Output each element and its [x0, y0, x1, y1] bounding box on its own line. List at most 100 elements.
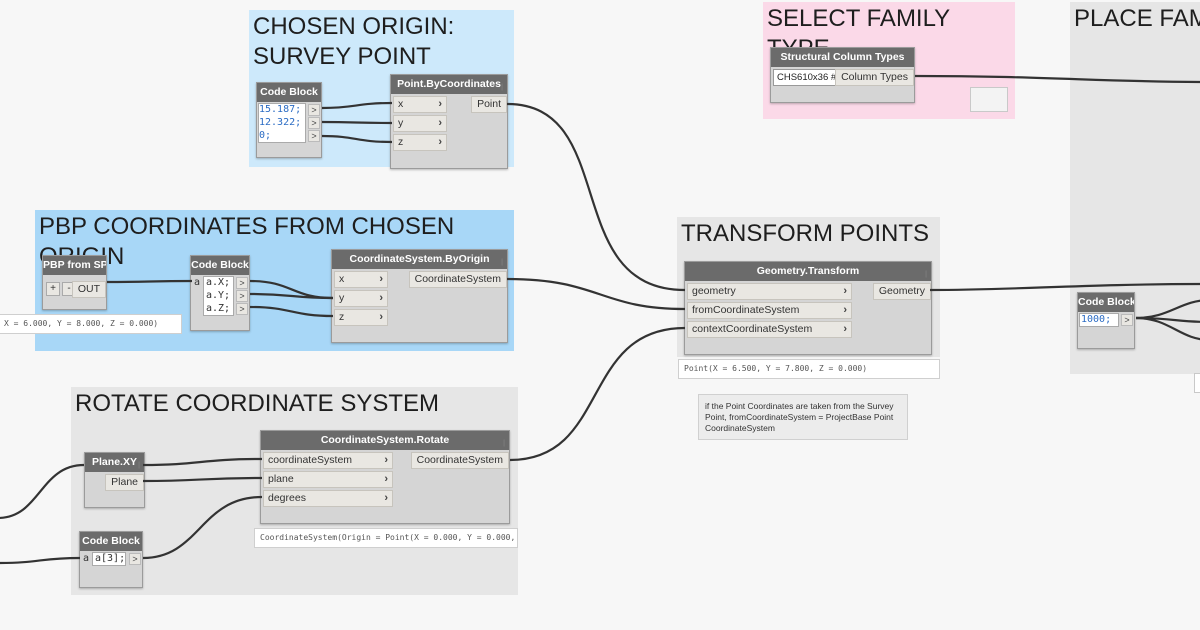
code-line-1: a.X; [206, 277, 231, 288]
preview-stub [1194, 373, 1200, 393]
port-label: plane [268, 473, 294, 485]
output-port-2[interactable]: > [308, 117, 320, 129]
output-port-geometry[interactable]: Geometry [872, 283, 931, 300]
resize-grip-icon[interactable]: | [501, 259, 503, 266]
cs-by-origin-node[interactable]: CoordinateSystem.ByOrigin x › y › z › Co… [331, 249, 508, 343]
wire-rotate-context [509, 326, 686, 462]
code-editor[interactable] [258, 103, 306, 143]
input-port-y[interactable]: y › [334, 290, 388, 307]
input-port-a[interactable]: a [194, 277, 201, 288]
node-title: Geometry.Transform [685, 262, 931, 281]
code-block-origin-node[interactable]: Code Block 15.187; 12.322; 0; > > > [256, 82, 322, 158]
node-title: CoordinateSystem.Rotate [261, 431, 509, 450]
chevron-right-icon: › [384, 454, 388, 466]
code-block-pbp-node[interactable]: Code Block a a.X; a.Y; a.Z; > > > [190, 255, 250, 331]
chevron-right-icon: › [843, 304, 847, 316]
code-block-1000-node[interactable]: Code Block 1000; > [1077, 292, 1135, 349]
info-note[interactable]: if the Point Coordinates are taken from … [698, 394, 908, 440]
input-port-contextcoordinatesystem[interactable]: contextCoordinateSystem › [687, 321, 852, 338]
watch-preview-button[interactable] [970, 87, 1008, 112]
group-title: ROTATE COORDINATE SYSTEM [75, 390, 440, 417]
chevron-right-icon: › [379, 273, 383, 285]
chevron-right-icon: › [438, 117, 442, 129]
output-port-2[interactable]: > [236, 290, 248, 302]
input-port-x[interactable]: x › [334, 271, 388, 288]
code-line-1: 1000; [1081, 314, 1112, 325]
port-label: fromCoordinateSystem [692, 304, 800, 316]
port-label: x [339, 273, 345, 285]
pbp-from-sp-node[interactable]: PBP from SP + - OUT [42, 255, 107, 310]
code-block-rotate-node[interactable]: Code Block a a[3]; > [79, 531, 143, 588]
output-port-coordinatesystem[interactable]: CoordinateSystem [408, 271, 507, 288]
geometry-transform-preview: Point(X = 6.500, Y = 7.800, Z = 0.000) [678, 359, 940, 379]
input-port-coordinatesystem[interactable]: coordinateSystem › [263, 452, 393, 469]
resize-grip-icon[interactable]: | [138, 462, 140, 469]
input-port-geometry[interactable]: geometry › [687, 283, 852, 300]
column-type-dropdown[interactable]: CHS610x36 # ▾ [773, 69, 843, 86]
add-input-button[interactable]: + [46, 282, 60, 296]
input-port-plane[interactable]: plane › [263, 471, 393, 488]
dropdown-value: CHS610x36 # [777, 72, 837, 83]
wire-left-incoming-2 [0, 556, 81, 565]
group-title: CHOSEN ORIGIN: SURVEY POINT [253, 13, 455, 70]
group-title: TRANSFORM POINTS [681, 220, 930, 247]
code-line-3: 0; [259, 130, 272, 141]
wire-cs-from [506, 277, 686, 311]
output-port-1[interactable]: > [236, 277, 248, 289]
input-port-z[interactable]: z › [393, 134, 447, 151]
node-title: Code Block [257, 83, 321, 102]
port-label: x [398, 98, 404, 110]
chevron-right-icon: › [843, 285, 847, 297]
group-title: PLACE FAM [1074, 5, 1200, 32]
code-line-3: a.Z; [206, 303, 231, 314]
output-port-1[interactable]: > [308, 104, 320, 116]
input-port-degrees[interactable]: degrees › [263, 490, 393, 507]
code-editor[interactable] [92, 552, 126, 566]
port-label: contextCoordinateSystem [692, 323, 813, 335]
input-port-x[interactable]: x › [393, 96, 447, 113]
port-label: degrees [268, 492, 306, 504]
output-port-1[interactable]: > [129, 553, 141, 565]
code-editor[interactable] [203, 276, 234, 316]
node-title: Code Block [80, 532, 142, 551]
output-port-column-types[interactable]: Column Types [835, 69, 914, 86]
node-title: PBP from SP [43, 256, 106, 275]
output-port-3[interactable]: > [236, 303, 248, 315]
output-port-out[interactable]: OUT [71, 281, 106, 298]
chevron-right-icon: › [384, 473, 388, 485]
node-title: Point.ByCoordinates [391, 75, 507, 94]
plane-xy-node[interactable]: Plane.XY Plane | [84, 452, 145, 508]
port-label: z [398, 136, 404, 148]
cs-rotate-node[interactable]: CoordinateSystem.Rotate coordinateSystem… [260, 430, 510, 524]
structural-column-types-node[interactable]: Structural Column Types CHS610x36 # ▾ Co… [770, 47, 915, 103]
code-editor[interactable] [1079, 313, 1119, 327]
node-title: CoordinateSystem.ByOrigin [332, 250, 507, 269]
output-port-plane[interactable]: Plane [105, 474, 144, 491]
chevron-right-icon: › [843, 323, 847, 335]
node-title: Plane.XY [85, 453, 144, 472]
resize-grip-icon[interactable]: | [925, 271, 927, 278]
node-title: Code Block [1078, 293, 1134, 312]
input-port-z[interactable]: z › [334, 309, 388, 326]
port-label: y [339, 292, 345, 304]
resize-grip-icon[interactable]: | [503, 440, 505, 447]
input-port-y[interactable]: y › [393, 115, 447, 132]
chevron-right-icon: › [379, 311, 383, 323]
chevron-right-icon: › [384, 492, 388, 504]
port-label: coordinateSystem [268, 454, 353, 466]
output-port-3[interactable]: > [308, 130, 320, 142]
chevron-right-icon: › [379, 292, 383, 304]
cs-rotate-preview: CoordinateSystem(Origin = Point(X = 0.00… [254, 528, 518, 548]
output-port-coordinatesystem[interactable]: CoordinateSystem [410, 452, 509, 469]
geometry-transform-node[interactable]: Geometry.Transform geometry › fromCoordi… [684, 261, 932, 355]
chevron-right-icon: › [438, 98, 442, 110]
output-port-1[interactable]: > [1121, 314, 1133, 326]
point-by-coordinates-node[interactable]: Point.ByCoordinates x › y › z › Point | [390, 74, 508, 169]
resize-grip-icon[interactable]: | [501, 84, 503, 91]
input-port-a[interactable]: a [83, 553, 90, 564]
port-label: geometry [692, 285, 736, 297]
output-port-point[interactable]: Point [471, 96, 507, 113]
code-line-2: a.Y; [206, 290, 231, 301]
input-port-fromcoordinatesystem[interactable]: fromCoordinateSystem › [687, 302, 852, 319]
